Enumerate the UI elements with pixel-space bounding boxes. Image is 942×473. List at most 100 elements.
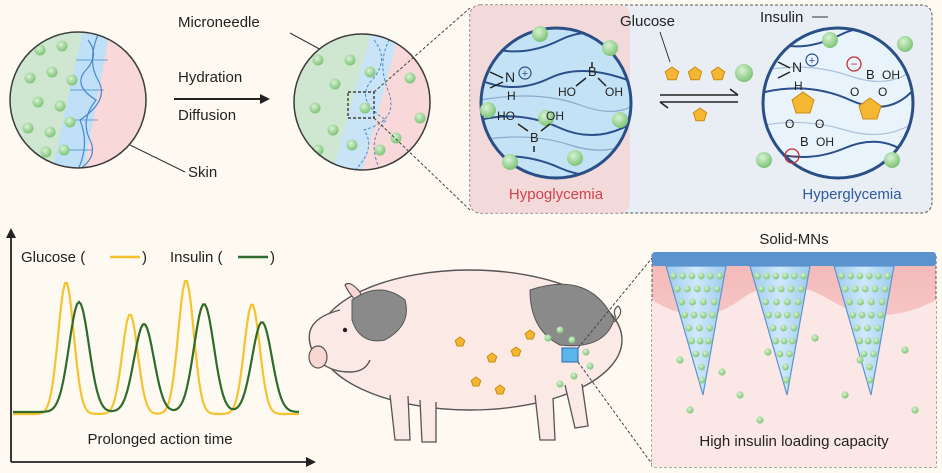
- released-insulin-particle: [811, 334, 819, 342]
- glucose-pentagon: [510, 346, 522, 357]
- insulin-particle: [404, 72, 416, 84]
- boronate-top-oh: OH: [882, 68, 900, 82]
- boronate-bot-oh: OH: [816, 135, 834, 149]
- solid-mns-label: Solid-MNs: [759, 231, 828, 248]
- insulin-particle: [58, 144, 70, 156]
- needle-insulin-particle: [793, 311, 800, 319]
- needle-insulin-particle: [849, 311, 857, 319]
- released-insulin-particle: [676, 356, 684, 364]
- insulin-particle: [359, 102, 371, 114]
- needle-2: [749, 265, 811, 396]
- insulin-particle: [40, 146, 52, 158]
- ammonium-h: H: [507, 89, 516, 103]
- released-insulin-particle: [841, 391, 849, 399]
- insulin-particle: [34, 44, 46, 56]
- glucose-pentagon: [486, 352, 498, 363]
- pig-illustration: [308, 269, 623, 443]
- microneedle-backing: [652, 252, 936, 266]
- needle-insulin-particle: [685, 324, 693, 332]
- needle-insulin-particle: [777, 285, 785, 293]
- microneedle-label: Microneedle: [178, 14, 260, 31]
- glucose-pentagon: [524, 329, 536, 340]
- insulin-particle: [56, 40, 68, 52]
- needle-insulin-particle: [696, 324, 703, 332]
- needle-insulin-particle: [713, 285, 721, 293]
- needle-insulin-particle: [710, 298, 718, 306]
- insulin-particle: [329, 78, 341, 90]
- needle-insulin-particle: [698, 363, 705, 371]
- glucose-pentagon: [470, 376, 482, 387]
- legend-insulin-label: Insulin (: [170, 249, 223, 266]
- needle-insulin-particle: [789, 337, 796, 345]
- needle-insulin-particle: [780, 324, 787, 332]
- needle-insulin-particle: [877, 311, 884, 319]
- released-insulin-particle: [718, 368, 726, 376]
- insulin-particle: [309, 102, 321, 114]
- insulin-particle: [570, 372, 578, 380]
- insulin-particle: [822, 32, 838, 48]
- insulin-curve: [13, 300, 300, 414]
- hyperglycemia-label: Hyperglycemia: [802, 186, 902, 203]
- needle-insulin-particle: [856, 272, 864, 280]
- insulin-particle: [66, 74, 78, 86]
- needle-insulin-particle: [762, 298, 770, 306]
- needle-insulin-particle: [703, 285, 711, 293]
- needle-insulin-particle: [874, 324, 882, 332]
- boron-bottom-oh: OH: [546, 109, 564, 123]
- legend-glucose-label: Glucose (: [21, 249, 85, 266]
- released-insulin-particle: [686, 406, 694, 414]
- needle-insulin-particle: [763, 272, 771, 280]
- needle-insulin-particle: [853, 324, 861, 332]
- glucose-label: Glucose: [620, 13, 675, 30]
- boronate-top-o2: O: [878, 85, 887, 99]
- needle-insulin-particle: [782, 376, 790, 384]
- needle-insulin-particle: [696, 337, 704, 345]
- needle-insulin-particle: [678, 298, 686, 306]
- needle-insulin-particle: [864, 324, 871, 332]
- minus-sign-bottom: −: [788, 149, 795, 163]
- ammonium-h-right: H: [794, 79, 803, 93]
- insulin-particle: [364, 66, 376, 78]
- needle-insulin-particle: [790, 324, 798, 332]
- microneedle-patch: [561, 347, 579, 363]
- patch-zoom-line-top: [577, 257, 653, 349]
- needle-insulin-particle: [690, 311, 698, 319]
- needle-insulin-particle: [692, 350, 700, 358]
- needle-insulin-particle: [772, 272, 780, 280]
- glucose-pentagon: [454, 336, 466, 347]
- pig-eye: [342, 327, 348, 333]
- needle-insulin-particle: [868, 298, 875, 306]
- needle-insulin-particle: [861, 285, 869, 293]
- needle-insulin-particle: [754, 272, 761, 280]
- skin-leader-line: [129, 144, 186, 173]
- needle-insulin-particle: [881, 285, 889, 293]
- insulin-particle: [756, 152, 772, 168]
- boron-bottom-ho: HO: [497, 109, 515, 123]
- needle-insulin-particle: [706, 324, 714, 332]
- released-insulin-particle: [736, 391, 744, 399]
- insulin-particle: [538, 110, 554, 126]
- hydration-arrowhead: [260, 94, 270, 104]
- skin-microneedle-circle-after: [293, 33, 431, 171]
- needle-insulin-particle: [791, 272, 798, 280]
- needle-insulin-particle: [786, 350, 793, 358]
- needle-insulin-particle: [688, 272, 696, 280]
- prolonged-label: Prolonged action time: [87, 431, 232, 448]
- released-insulin-particle: [764, 348, 772, 356]
- needle-insulin-particle: [697, 272, 705, 280]
- insulin-particle: [586, 362, 594, 370]
- released-insulin-particle: [911, 406, 919, 414]
- needle-insulin-particle: [693, 285, 701, 293]
- needle-insulin-particle: [769, 324, 777, 332]
- glucose-pentagon: [687, 66, 703, 81]
- needle-insulin-particle: [716, 272, 723, 280]
- needle-insulin-particle: [870, 350, 877, 358]
- insulin-particle: [346, 139, 358, 151]
- needle-insulin-particle: [865, 272, 873, 280]
- needle-insulin-particle: [689, 298, 696, 306]
- insulin-particle: [327, 124, 339, 136]
- needle-insulin-particle: [702, 350, 709, 358]
- glucose-pentagon: [692, 107, 708, 122]
- insulin-particle: [344, 54, 356, 66]
